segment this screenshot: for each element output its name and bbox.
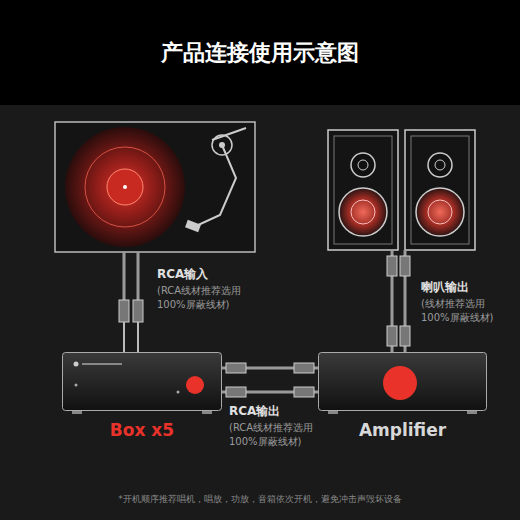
port-label: RCA输入 — [157, 266, 257, 283]
device-body — [318, 352, 487, 414]
caption: *开机顺序推荐唱机，唱放，功放，音箱依次开机，避免冲击声毁坏设备 — [10, 493, 510, 506]
port-label: RCA输出 — [229, 403, 329, 420]
port-label: 喇叭输出 — [421, 279, 511, 296]
preamp-box: Box x5 — [62, 352, 222, 448]
speaker-cables — [387, 250, 410, 352]
amplifier-box: Amplifier — [318, 352, 487, 448]
top-band — [0, 0, 520, 105]
turntable — [55, 122, 255, 252]
device-name: Box x5 — [62, 420, 222, 440]
cable-note: (线材推荐选用 100%屏蔽线材) — [421, 297, 511, 324]
cable-note: (RCA线材推荐选用 100%屏蔽线材) — [157, 284, 257, 311]
speakers — [328, 130, 475, 250]
cable-note: (RCA线材推荐选用 100%屏蔽线材) — [229, 421, 329, 448]
device-name: Amplifier — [318, 420, 487, 440]
title: 产品连接使用示意图 — [0, 38, 520, 68]
rca-cable — [222, 363, 318, 397]
device-body — [62, 352, 222, 414]
turntable-rca-cables — [119, 252, 143, 352]
